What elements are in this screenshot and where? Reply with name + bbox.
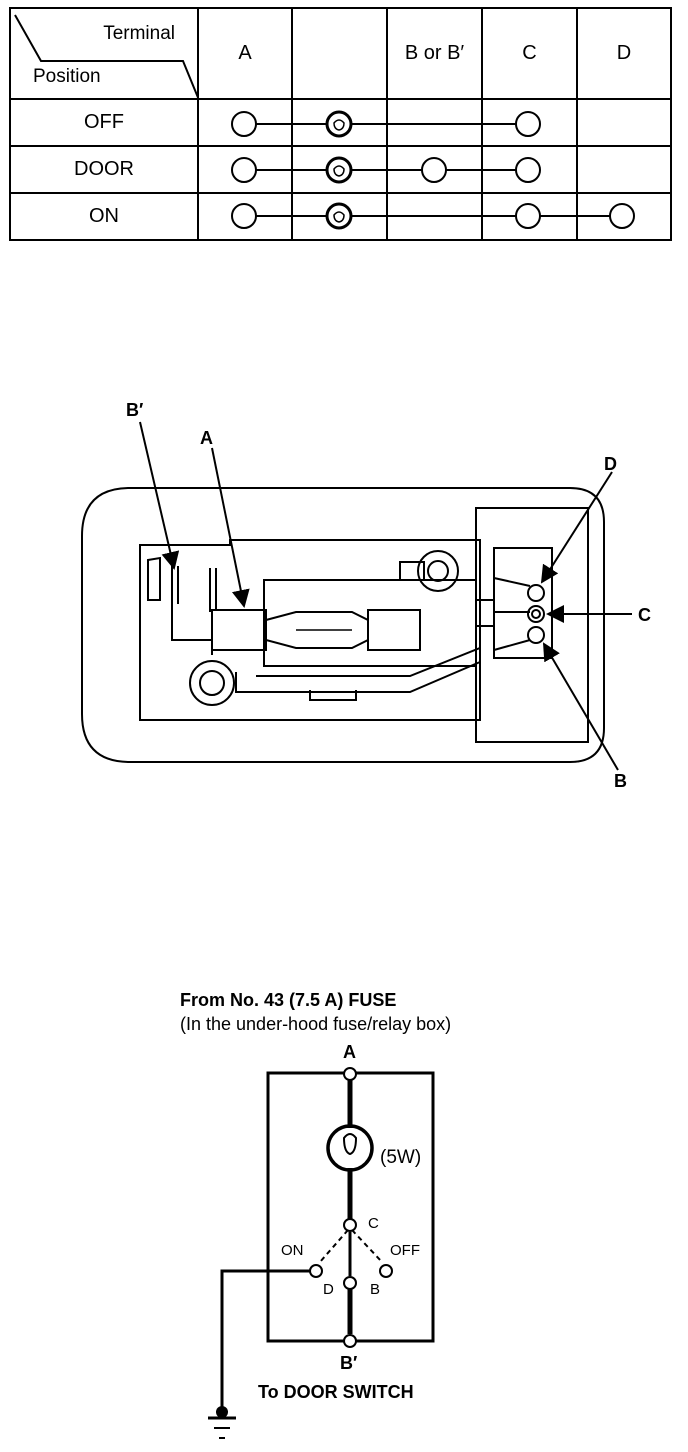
lower-screw xyxy=(189,660,235,706)
column-header-d: D xyxy=(576,7,672,100)
header-diagonal-line xyxy=(14,14,196,96)
row-label-on: ON xyxy=(9,192,199,241)
contact-lever xyxy=(235,646,481,693)
switch-arm-on xyxy=(319,1229,349,1263)
node-b-prime xyxy=(343,1334,357,1348)
table-row-door: DOOR xyxy=(9,145,672,194)
header-position-label: Position xyxy=(33,66,101,87)
terminal-block xyxy=(475,507,589,743)
table-row-on: ON xyxy=(9,192,672,241)
circuit-terminal-d: D xyxy=(323,1281,334,1298)
position-off-label: OFF xyxy=(390,1242,420,1259)
housing-outline xyxy=(81,487,605,763)
label-a: A xyxy=(200,428,213,448)
source-line-1: From No. 43 (7.5 A) FUSE xyxy=(180,990,396,1010)
table-header-row: Terminal Position A B or B′ C D xyxy=(9,7,672,100)
terminal-d-contact xyxy=(527,584,545,602)
bulb-socket-right xyxy=(367,609,421,651)
left-bracket xyxy=(147,556,161,601)
upper-screw xyxy=(417,550,459,592)
table-row-off: OFF xyxy=(9,98,672,147)
continuity-table: Terminal Position A B or B′ C D OFF DOOR… xyxy=(9,7,672,241)
node-d xyxy=(309,1264,323,1278)
position-on-label: ON xyxy=(281,1242,304,1259)
label-b: B xyxy=(614,771,627,791)
circuit-terminal-b: B xyxy=(370,1281,380,1298)
leader-d xyxy=(540,471,613,584)
terminal-c-contact xyxy=(527,605,545,623)
source-line-2: (In the under-hood fuse/relay box) xyxy=(180,1014,451,1034)
bulb-symbol xyxy=(326,1124,374,1172)
bulb-rating: (5W) xyxy=(380,1147,421,1168)
column-header-b: B or B′ xyxy=(386,7,483,100)
ground-wire xyxy=(220,1269,314,1410)
circuit-terminal-a: A xyxy=(343,1042,356,1062)
column-header-c: C xyxy=(481,7,578,100)
node-c xyxy=(343,1218,357,1232)
terminal-position-header: Terminal Position xyxy=(9,7,199,100)
label-b-prime: B′ xyxy=(126,400,143,420)
bulb-socket-left xyxy=(211,609,267,651)
terminal-b-contact xyxy=(527,626,545,644)
leader-b xyxy=(542,642,619,771)
base-plate xyxy=(139,539,481,721)
destination-label: To DOOR SWITCH xyxy=(258,1382,414,1402)
column-header-a: A xyxy=(197,7,293,100)
leader-a xyxy=(211,447,250,608)
header-terminal-label: Terminal xyxy=(103,23,175,44)
leader-b-prime xyxy=(139,421,180,570)
node-a xyxy=(343,1067,357,1081)
node-b xyxy=(343,1276,357,1290)
label-c: C xyxy=(638,605,651,625)
node-off xyxy=(379,1264,393,1278)
row-label-door: DOOR xyxy=(9,145,199,194)
festoon-bulb xyxy=(265,611,369,649)
switch-box xyxy=(266,1071,435,1343)
column-header-bulb xyxy=(291,7,388,100)
circuit-terminal-c: C xyxy=(368,1215,379,1232)
circuit-terminal-b-prime: B′ xyxy=(340,1353,357,1373)
label-d: D xyxy=(604,454,617,474)
row-label-off: OFF xyxy=(9,98,199,147)
switch-arm-off xyxy=(351,1229,383,1263)
ground-node xyxy=(216,1406,228,1418)
